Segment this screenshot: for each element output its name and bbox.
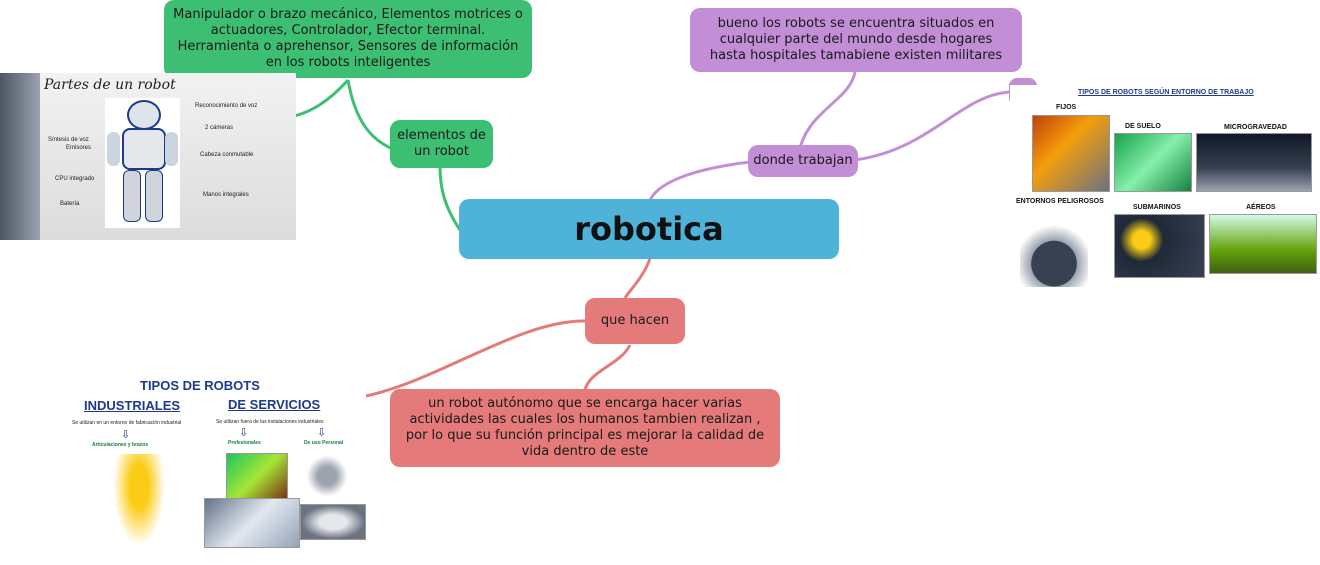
que-hacen-detail-text: un robot autónomo que se encarga hacer v…: [405, 396, 765, 459]
partes-left-stripe: [0, 73, 40, 240]
fijos-photo: [1032, 115, 1110, 192]
donde-detail[interactable]: bueno los robots se encuentra situados e…: [690, 8, 1022, 72]
arrow-down-icon-1: ⇩: [121, 428, 131, 441]
personal-photo-2: [300, 504, 366, 540]
industrial-arm-photo: [106, 454, 172, 562]
branch-donde-label: donde trabajan: [753, 153, 853, 168]
elementos-detail[interactable]: Manipulador o brazo mecánico, Elementos …: [164, 0, 532, 78]
arrow-down-icon-3: ⇩: [317, 426, 327, 439]
central-topic-label: robotica: [574, 210, 724, 248]
entorno-caption-peligrosos: ENTORNOS PELIGROSOS: [1016, 198, 1104, 205]
branch-donde[interactable]: donde trabajan: [748, 145, 858, 177]
suelo-photo: [1114, 133, 1192, 192]
elementos-detail-text: Manipulador o brazo mecánico, Elementos …: [173, 7, 523, 70]
tipos-title: TIPOS DE ROBOTS: [140, 378, 260, 393]
partes-label-4: Emisores: [66, 145, 92, 151]
tipos-tag2: Profesionales: [228, 440, 261, 446]
partes-label-1: Reconocimiento de voz: [195, 103, 258, 109]
arrow-down-icon-2: ⇩: [239, 426, 249, 439]
partes-title: Partes de un robot: [44, 77, 176, 93]
entorno-caption-aereos: AÉREOS: [1246, 204, 1276, 211]
submarinos-photo: [1114, 214, 1205, 278]
branch-elementos[interactable]: elementos de un robot: [390, 120, 493, 168]
robot-figure-icon: [105, 98, 180, 228]
que-hacen-detail[interactable]: un robot autónomo que se encarga hacer v…: [390, 389, 780, 467]
tipos-col2: DE SERVICIOS: [228, 397, 321, 412]
profesional-photo-1: [226, 453, 288, 501]
branch-que-hacen-label: que hacen: [600, 313, 670, 328]
tipos-sub2: Se utilizan fuera de las instalaciones i…: [216, 419, 324, 425]
partes-label-8: Manos integrales: [203, 192, 249, 198]
donde-detail-text: bueno los robots se encuentra situados e…: [709, 16, 1003, 63]
aereos-photo: [1209, 214, 1317, 274]
partes-label-6: CPU integrado: [55, 176, 95, 182]
partes-label-3: Síntesis de voz: [48, 137, 89, 143]
personal-photo-1: [298, 453, 356, 499]
branch-elementos-label: elementos de un robot: [397, 128, 486, 159]
tipos-sub1: Se utilizan en un entorno de fabricación…: [72, 420, 182, 426]
partes-label-5: Cabeza conmutable: [200, 152, 254, 158]
entorno-caption-micro: MICROGRAVEDAD: [1224, 124, 1287, 131]
partes-label-7: Batería: [60, 201, 80, 207]
tipos-robots-image: TIPOS DE ROBOTS INDUSTRIALES DE SERVICIO…: [66, 376, 366, 565]
entorno-caption-suelo: DE SUELO: [1125, 123, 1161, 130]
partes-label-2: 2 cámeras: [205, 125, 234, 131]
micro-photo: [1196, 133, 1312, 192]
peligrosos-photo: [1020, 209, 1088, 287]
entorno-caption-fijos: FIJOS: [1056, 104, 1077, 111]
central-topic[interactable]: robotica: [459, 199, 839, 259]
tipos-col1: INDUSTRIALES: [84, 398, 181, 413]
entorno-image: TIPOS DE ROBOTS SEGÚN ENTORNO DE TRABAJO…: [1010, 85, 1320, 290]
tipos-tag3: De uso Personal: [304, 440, 344, 446]
profesional-photo-2: [204, 498, 300, 548]
partes-robot-image: Partes de un robot Reconocimiento de voz…: [0, 73, 296, 240]
branch-que-hacen[interactable]: que hacen: [585, 298, 685, 344]
tipos-tag1: Articulaciones y brazos: [92, 442, 149, 448]
entorno-caption-submarinos: SUBMARINOS: [1133, 204, 1181, 211]
entorno-title: TIPOS DE ROBOTS SEGÚN ENTORNO DE TRABAJO: [1078, 89, 1254, 96]
